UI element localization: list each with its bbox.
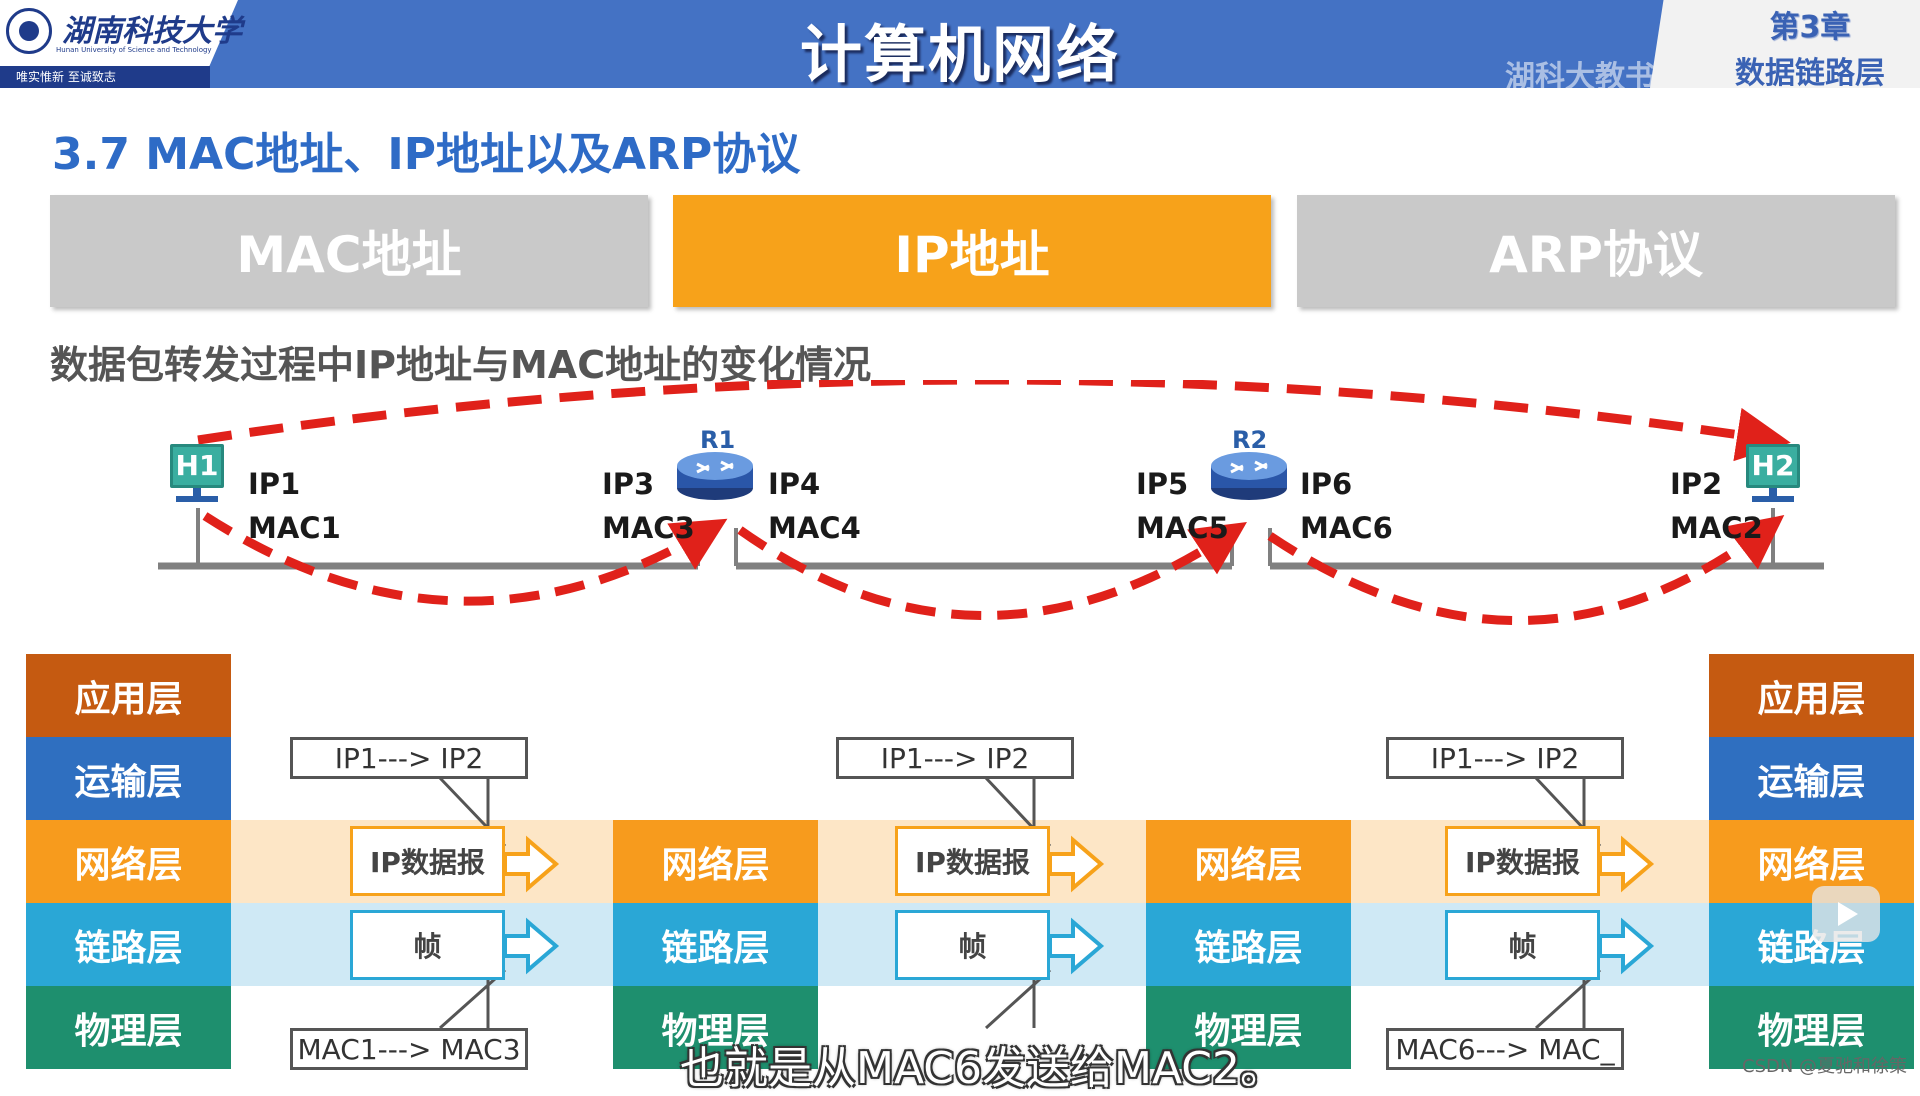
- h2-application-layer: 应用层: [1709, 654, 1914, 737]
- university-logo-icon: [6, 8, 52, 54]
- header-watermark: 湖科大教书: [1505, 60, 1655, 95]
- r1-link-layer: 链路层: [613, 903, 818, 986]
- r1-right-mac: MAC4: [768, 511, 861, 545]
- course-title: 计算机网络: [799, 18, 1120, 91]
- frame-3: 帧: [1445, 910, 1600, 980]
- r2-right-addresses: IP6 MAC6: [1300, 462, 1393, 550]
- ip-datagram-2: IP数据报: [895, 826, 1050, 896]
- r2-left-addresses: IP5 MAC5: [1136, 462, 1229, 550]
- end-to-end-arrow: [197, 380, 1791, 462]
- forward-arrow-icon: [503, 917, 560, 975]
- h2-transport-layer: 运输层: [1709, 737, 1914, 820]
- h1-physical-layer: 物理层: [26, 986, 231, 1069]
- ip-callout-1: IP1---> IP2: [290, 737, 528, 779]
- ip-datagram-3: IP数据报: [1445, 826, 1600, 896]
- h1-addresses: IP1 MAC1: [248, 462, 341, 550]
- r2-network-layer: 网络层: [1146, 820, 1351, 903]
- r2-right-mac: MAC6: [1300, 511, 1393, 545]
- h1-mac: MAC1: [248, 511, 341, 545]
- forward-arrow-icon: [1598, 917, 1655, 975]
- h1-network-layer: 网络层: [26, 820, 231, 903]
- r2-left-ip: IP5: [1136, 467, 1189, 501]
- ip-datagram-1: IP数据报: [350, 826, 505, 896]
- school-name-en: Hunan University of Science and Technolo…: [56, 46, 212, 54]
- host-h1-label: H1: [170, 444, 224, 488]
- host-h2[interactable]: H2: [1746, 444, 1800, 502]
- h2-network-layer: 网络层: [1709, 820, 1914, 903]
- header-bar: [0, 0, 1920, 88]
- slide-subheading: 数据包转发过程中IP地址与MAC地址的变化情况: [50, 343, 872, 387]
- forward-arrow-icon: [1598, 835, 1655, 893]
- tab-arp-protocol[interactable]: ARP协议: [1297, 195, 1895, 307]
- tab-ip-address[interactable]: IP地址: [673, 195, 1271, 307]
- r1-physical-layer: 物理层: [613, 986, 818, 1069]
- section-heading: 3.7 MAC地址、IP地址以及ARP协议: [52, 129, 801, 180]
- r1-left-mac: MAC3: [602, 511, 695, 545]
- h2-link-layer: 链路层: [1709, 903, 1914, 986]
- h1-application-layer: 应用层: [26, 654, 231, 737]
- forward-arrow-icon: [503, 835, 560, 893]
- h1-link-layer: 链路层: [26, 903, 231, 986]
- r2-left-mac: MAC5: [1136, 511, 1229, 545]
- router-r2-label: R2: [1232, 426, 1268, 454]
- h2-ip: IP2: [1670, 467, 1723, 501]
- ip-callout-2: IP1---> IP2: [836, 737, 1074, 779]
- school-motto: 唯实惟新 至诚致志: [0, 66, 210, 88]
- frame-1: 帧: [350, 910, 505, 980]
- r1-network-layer: 网络层: [613, 820, 818, 903]
- router-icon: [1211, 452, 1287, 500]
- h2-physical-layer: 物理层: [1709, 986, 1914, 1069]
- r2-physical-layer: 物理层: [1146, 986, 1351, 1069]
- h1-ip: IP1: [248, 467, 301, 501]
- tab-mac-address[interactable]: MAC地址: [50, 195, 648, 307]
- h1-transport-layer: 运输层: [26, 737, 231, 820]
- host-h2-label: H2: [1746, 444, 1800, 488]
- r1-left-ip: IP3: [602, 467, 655, 501]
- forward-arrow-icon: [1048, 917, 1105, 975]
- chapter-name: 数据链路层: [1735, 56, 1885, 91]
- topology-diagram: [158, 380, 1824, 626]
- video-subtitle: 也就是从MAC6发送给MAC2。: [680, 1043, 1285, 1094]
- h2-addresses: IP2 MAC2: [1670, 462, 1763, 550]
- school-name-cn: 湖南科技大学: [62, 14, 242, 49]
- mac-callout-3: MAC6---> MAC_: [1386, 1028, 1624, 1070]
- h2-mac: MAC2: [1670, 511, 1763, 545]
- ip-callout-3: IP1---> IP2: [1386, 737, 1624, 779]
- mac-callout-1: MAC1---> MAC3: [290, 1028, 528, 1070]
- chapter-panel: [1650, 0, 1920, 88]
- csdn-credit: CSDN @夏驰和徐策: [1742, 1056, 1908, 1077]
- play-icon[interactable]: [1812, 886, 1880, 942]
- r1-left-addresses: IP3 MAC3: [602, 462, 695, 550]
- forward-arrow-icon: [1048, 835, 1105, 893]
- router-r1-label: R1: [700, 426, 736, 454]
- r2-link-layer: 链路层: [1146, 903, 1351, 986]
- frame-2: 帧: [895, 910, 1050, 980]
- chapter-number: 第3章: [1769, 10, 1851, 45]
- r1-right-ip: IP4: [768, 467, 821, 501]
- router-icon: [677, 452, 753, 500]
- host-h1[interactable]: H1: [170, 444, 224, 502]
- r2-right-ip: IP6: [1300, 467, 1353, 501]
- r1-right-addresses: IP4 MAC4: [768, 462, 861, 550]
